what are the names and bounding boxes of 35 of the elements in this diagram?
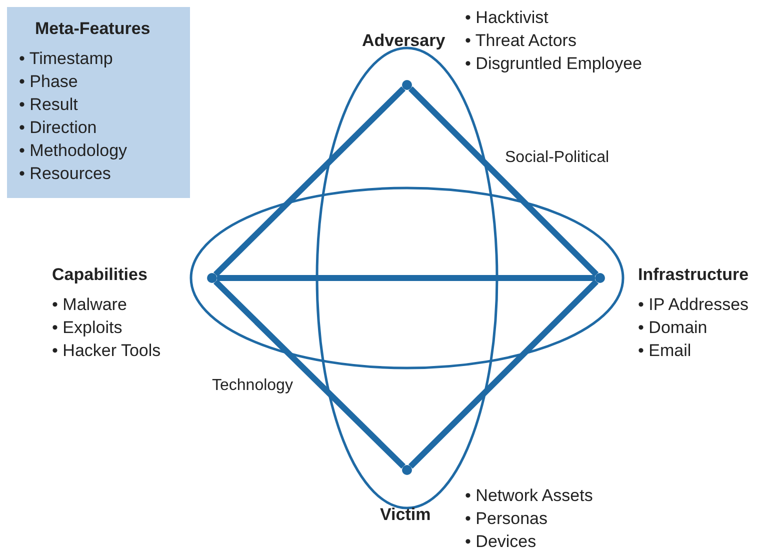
list-item: • Domain [638,317,708,339]
list-item: • Phase [19,71,78,93]
meta-features-panel [7,7,190,198]
list-item: • Resources [19,163,111,185]
list-item: • Disgruntled Employee [465,53,642,75]
list-item: • Timestamp [19,48,113,70]
diamond-vertex [207,273,217,283]
list-item: • Network Assets [465,485,593,507]
vertex-heading: Adversary [362,31,446,51]
list-item: • Personas [465,508,548,530]
list-item: • Hacktivist [465,7,548,29]
connector-line [217,275,595,281]
list-item: • Malware [52,294,127,316]
list-item: • Email [638,340,692,362]
axis-label: Social-Political [505,149,610,167]
axis-label: Technology [212,377,293,395]
diamond-vertex [595,273,605,283]
diamond-vertex [402,80,412,90]
list-item: • IP Addresses [638,294,749,316]
list-item: • Devices [465,531,536,550]
list-item: • Result [19,94,78,116]
vertex-heading: Infrastructure [638,265,749,285]
list-item: • Exploits [52,317,122,339]
list-item: • Methodology [19,140,128,162]
connector-line [213,86,406,277]
vertex-heading: Capabilities [52,265,148,285]
list-item: • Hacker Tools [52,340,161,362]
connector-line [408,86,599,277]
connector-line [213,279,406,469]
list-item: • Threat Actors [465,30,576,52]
connector-line [408,279,599,469]
diamond-vertex [402,465,412,475]
vertex-heading: Victim [380,505,431,525]
panel-heading: Meta-Features [35,19,150,39]
list-item: • Direction [19,117,97,139]
